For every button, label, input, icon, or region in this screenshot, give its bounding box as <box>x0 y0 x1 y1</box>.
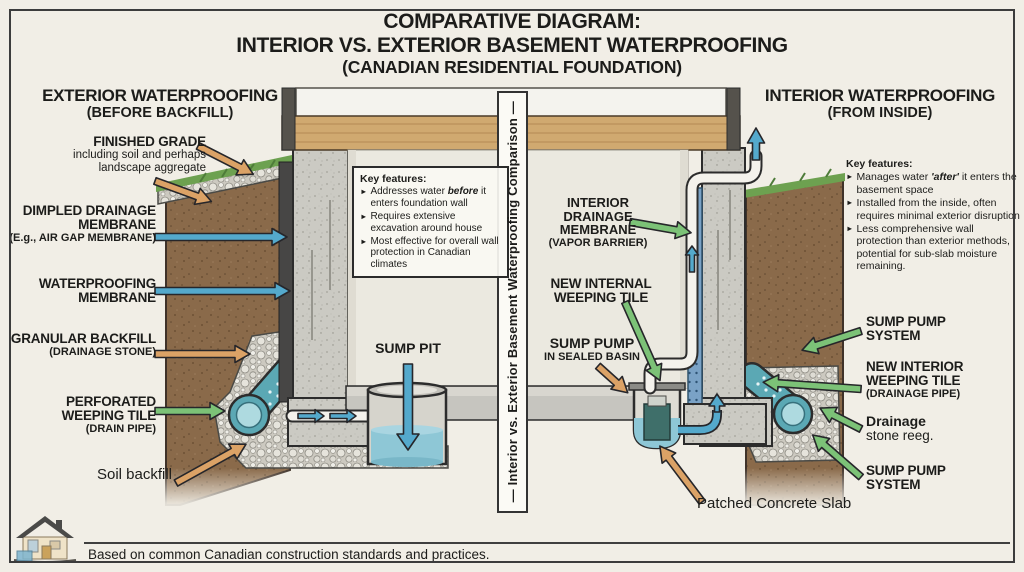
exterior-kf-item-1: ► Addresses water before it enters found… <box>360 186 487 210</box>
bullet-icon: ► <box>360 211 368 221</box>
exterior-key-features: Key features: ► Addresses water before i… <box>352 166 509 278</box>
label-sump-system-top: SUMP PUMP SYSTEM <box>866 314 946 344</box>
interior-kf-item-2: ► Installed from the inside, often requi… <box>846 197 1020 222</box>
exterior-kf-heading: Key features: <box>360 173 427 185</box>
footer-divider <box>84 542 1010 544</box>
label-soil-backfill: Soil backfill <box>96 466 172 483</box>
label-perforated-tile: PERFORATED WEEPING TILE (DRAIN PIPE) <box>61 394 157 436</box>
exterior-kf-item-3: ► Most effective for overall wall protec… <box>360 235 499 271</box>
dimpled-membrane-arrow <box>154 227 288 247</box>
label-interior-membrane: INTERIOR DRAINAGE MEMBRANE (VAPOR BARRIE… <box>548 195 648 249</box>
granular-backfill-arrow <box>154 344 251 364</box>
right-basement-room <box>526 149 689 389</box>
waterproofing-membrane-arrow <box>154 281 291 301</box>
patched-concrete-slab <box>683 403 767 445</box>
interior-kf-item-1: ► Manages water 'after' it enters the ba… <box>846 171 1017 196</box>
interior-key-features: Key features: ► Manages water 'after' it… <box>846 158 1022 272</box>
exterior-kf-item-2: ► Requires extensive excavation around h… <box>360 210 483 234</box>
label-sump-pump-basin: SUMP PUMP IN SEALED BASIN <box>544 335 640 364</box>
footer-note: Based on common Canadian construction st… <box>88 547 490 562</box>
right-grass-tufts <box>769 168 832 187</box>
discharge-up-arrow <box>746 127 766 161</box>
new-internal-weeping-arrow <box>621 299 663 382</box>
bullet-icon: ► <box>360 236 368 246</box>
label-drainage-stone: Drainage stone reeg. <box>866 413 934 444</box>
pipe-flow-arrow-1 <box>297 408 325 424</box>
label-new-interior-weeping: NEW INTERIOR WEEPING TILE (DRAINAGE PIPE… <box>866 359 964 401</box>
label-finished-grade: FINISHED GRADE including soil and perhap… <box>73 134 206 175</box>
bullet-icon: ► <box>360 187 368 197</box>
sump-basin-arrow <box>594 362 629 394</box>
right-post <box>726 87 741 151</box>
divider-caption: — Interior vs. Exterior Basement Waterpr… <box>505 101 520 503</box>
interior-membrane-arrow <box>628 217 692 240</box>
title-line-1: COMPARATIVE DIAGRAM: <box>383 10 641 33</box>
sump-pump-sealed-basin <box>628 382 686 450</box>
finished-grade-arrow-1 <box>195 142 255 176</box>
label-granular-backfill: GRANULAR BACKFILL (DRAINAGE STONE) <box>10 331 156 359</box>
label-new-internal-weeping: NEW INTERNAL WEEPING TILE <box>550 276 652 306</box>
interior-kf-heading: Key features: <box>846 158 913 170</box>
exterior-heading: EXTERIOR WATERPROOFING (BEFORE BACKFILL) <box>28 86 292 121</box>
title-line-3: (CANADIAN RESIDENTIAL FOUNDATION) <box>342 57 682 78</box>
sump-pit-arrow <box>396 363 420 451</box>
bullet-icon: ► <box>846 198 854 208</box>
label-sump-pit: SUMP PIT <box>375 340 441 356</box>
interior-heading-sub: (FROM INSIDE) <box>827 104 933 121</box>
wall-texture-lines <box>311 190 731 340</box>
left-grass-tufts <box>199 159 276 183</box>
patch-flow-arrow <box>678 393 726 435</box>
bullet-icon: ► <box>846 223 854 233</box>
right-grass <box>744 173 845 198</box>
interior-heading-title: INTERIOR WATERPROOFING <box>764 86 996 105</box>
label-sump-system-bottom: SUMP PUMP SYSTEM <box>866 463 946 493</box>
right-slab-top <box>528 387 634 396</box>
patched-slab-arrow <box>659 445 706 505</box>
drainage-stone-arrow <box>819 406 864 433</box>
finished-grade-arrow-2 <box>153 176 213 206</box>
label-waterproofing-membrane: WATERPROOFING MEMBRANE <box>38 276 156 306</box>
diagram-title: COMPARATIVE DIAGRAM: INTERIOR VS. EXTERI… <box>112 10 912 78</box>
divider-band <box>497 91 528 513</box>
right-room-wall-shade <box>680 150 688 388</box>
label-dimpled-membrane: DIMPLED DRAINAGE MEMBRANE (E.g., AIR GAP… <box>9 203 156 245</box>
right-foundation-wall <box>701 147 746 401</box>
left-post <box>281 87 296 151</box>
exterior-heading-title: EXTERIOR WATERPROOFING <box>42 86 278 105</box>
exterior-heading-sub: (BEFORE BACKFILL) <box>86 104 234 121</box>
interior-heading: INTERIOR WATERPROOFING (FROM INSIDE) <box>748 86 1012 121</box>
soil-backfill-arrow <box>173 443 247 487</box>
pipe-flow-arrow-2 <box>329 408 357 424</box>
perforated-tile-arrow <box>154 401 226 421</box>
label-patched-slab: Patched Concrete Slab <box>697 495 852 512</box>
sump-system-bottom-arrow <box>811 434 865 481</box>
pipe-flow-up-arrow <box>684 245 700 273</box>
left-foundation-wall <box>292 147 349 401</box>
right-weeping-tile <box>738 362 814 435</box>
house-logo-icon <box>13 516 77 563</box>
new-interior-weeping-arrow <box>762 373 863 394</box>
sump-system-top-arrow <box>801 326 863 355</box>
interior-kf-item-3: ► Less comprehensive wall protection tha… <box>846 222 1010 272</box>
bullet-icon: ► <box>846 172 854 182</box>
title-line-2: INTERIOR VS. EXTERIOR BASEMENT WATERPROO… <box>236 33 788 57</box>
